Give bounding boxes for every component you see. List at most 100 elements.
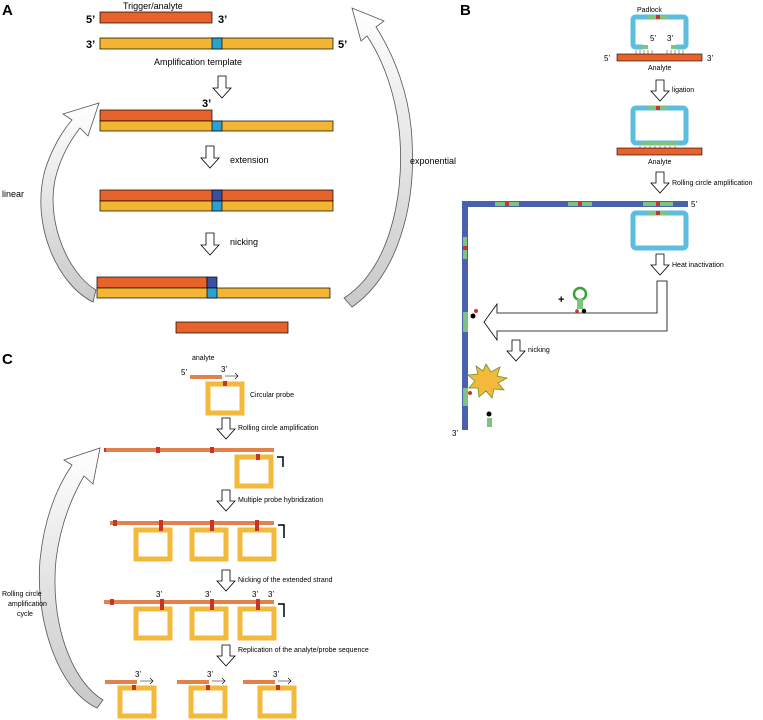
cycle-label-1: Rolling circle	[2, 591, 42, 598]
polymerase-bracket	[277, 456, 284, 467]
recognition-site	[211, 200, 223, 212]
replicated-complex: 3’	[177, 670, 228, 719]
down-arrow	[212, 75, 232, 99]
circular-probe	[205, 381, 245, 416]
base-pairing-ticks	[635, 50, 684, 54]
trigger-strand	[99, 109, 213, 122]
padlock-label: Padlock	[637, 7, 662, 14]
probe-site	[256, 454, 260, 460]
down-arrow	[200, 145, 220, 169]
exponential-cycle-arrow	[343, 7, 413, 308]
probe-site	[210, 520, 214, 531]
analyte-3prime: 3’	[221, 365, 227, 374]
panel-c-letter: C	[2, 351, 13, 368]
circular-probe-label: Circular probe	[250, 392, 294, 399]
rca-5prime: 5’	[691, 200, 697, 209]
recognition-site	[211, 37, 223, 50]
svg-text:3’: 3’	[273, 670, 279, 679]
panel-b-letter: B	[460, 2, 471, 19]
probe-arm	[660, 106, 668, 110]
circular-probe	[237, 527, 277, 562]
rca-strand	[104, 600, 110, 604]
padlock-arm	[641, 45, 648, 49]
trigger-label: Trigger/analyte	[123, 1, 183, 11]
rca-cycle-arrow	[38, 447, 104, 709]
template-3prime: 3’	[86, 39, 95, 51]
down-arrow	[650, 171, 670, 194]
padlock-arm	[641, 141, 678, 145]
nicked-strand	[96, 276, 208, 289]
padlock-3prime: 3’	[667, 34, 673, 43]
extension-label: extension	[230, 155, 269, 165]
beacon-quencher	[470, 313, 476, 319]
down-arrow	[216, 417, 236, 440]
analyte-strand	[616, 53, 703, 62]
analyte-label: Analyte	[648, 159, 671, 166]
rca-strand	[104, 448, 274, 452]
ligated-padlock	[630, 105, 689, 146]
svg-text:3’: 3’	[207, 670, 213, 679]
bound-beacon	[463, 388, 468, 406]
repeat-site	[156, 447, 160, 453]
rca-strand	[110, 521, 274, 525]
released-fragment	[487, 418, 492, 427]
bound-beacon	[463, 312, 468, 332]
probe-arm	[648, 106, 656, 110]
rca-strand	[114, 600, 160, 604]
rca-3prime: 3’	[452, 429, 458, 438]
beacon-quencher	[486, 411, 492, 417]
probe-arm	[660, 15, 668, 19]
padlock-arm	[671, 45, 678, 49]
panel-b: B Padlock 5’ 3’ 5’ 3’ Analyte ligation	[452, 2, 753, 438]
linear-cycle-arrow	[40, 102, 100, 303]
down-arrow	[216, 644, 236, 667]
recognition-site	[206, 287, 218, 299]
released-trigger	[175, 321, 289, 334]
circular-probe	[189, 527, 229, 562]
trigger-5prime: 5’	[86, 14, 95, 26]
heat-label: Heat inactivation	[672, 262, 724, 269]
probe-arm	[648, 15, 656, 19]
probe-site	[656, 15, 660, 19]
extended-site	[206, 276, 218, 289]
analyte-3prime: 3’	[707, 54, 713, 63]
l-shaped-arrow	[483, 280, 668, 342]
probe-site	[223, 381, 227, 386]
rca-label: Rolling circle amplification	[672, 180, 753, 187]
replication-label-1: Replication of the analyte/probe sequenc…	[238, 647, 369, 654]
probe-site	[656, 211, 660, 215]
exponential-cycle-label: exponential	[410, 156, 456, 166]
rca-strand	[260, 600, 274, 604]
repeat-site	[104, 448, 106, 452]
extended-site	[211, 189, 223, 202]
beacon-quencher	[581, 308, 587, 314]
hybridization-label: Multiple probe hybridization	[238, 497, 323, 504]
rca-label: Rolling circle amplification	[238, 425, 319, 432]
polymerase-bracket	[278, 603, 285, 617]
probe-site	[160, 599, 164, 610]
repeat-site	[210, 447, 214, 453]
circular-probe	[133, 606, 173, 641]
beacon-fluorophore	[468, 391, 472, 395]
circular-probe	[189, 606, 229, 641]
trigger-3prime: 3’	[218, 14, 227, 26]
analyte-label: Analyte	[648, 65, 671, 72]
probe-arm	[648, 211, 656, 215]
down-arrow	[200, 232, 220, 256]
polymerase-bracket	[278, 524, 285, 538]
probe-site	[159, 520, 163, 531]
circular-probe	[133, 527, 173, 562]
circular-probe	[237, 606, 277, 641]
replicated-complex: 3’	[105, 670, 157, 719]
repeat-site	[110, 599, 114, 605]
beacon-fluorophore	[575, 309, 579, 313]
nick-3prime: 3’	[252, 590, 258, 599]
plus-sign: +	[558, 294, 564, 306]
padlock-circle	[630, 210, 689, 251]
nick-3prime: 3’	[205, 590, 211, 599]
panel-c: C Rolling circle amplification cycle ana…	[2, 351, 369, 719]
analyte-label: analyte	[192, 355, 215, 362]
template-5prime: 5’	[338, 39, 347, 51]
repeat-site	[113, 520, 117, 526]
